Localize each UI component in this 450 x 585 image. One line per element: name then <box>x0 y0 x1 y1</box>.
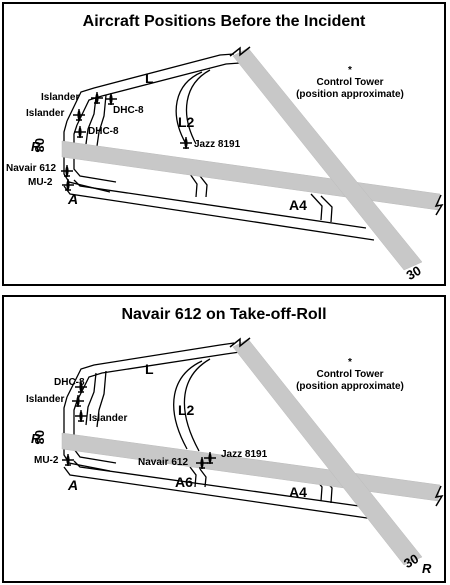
tower-marker: * <box>348 357 352 368</box>
aircraft-label-jazz: Jazz 8191 <box>221 449 268 460</box>
aircraft-label-navair: Navair 612 <box>138 457 188 468</box>
runway-break-mark <box>434 485 444 507</box>
taxiway-L2-label: L2 <box>178 402 195 418</box>
jazz-aircraft-icon <box>179 136 193 150</box>
airport-diagram: * Control Tower (position approximate) L… <box>26 337 444 576</box>
taxiway-A-label: A <box>67 477 78 493</box>
runway-30 <box>232 47 423 271</box>
runway-30-label: 30 <box>404 263 424 283</box>
taxiway-A4-label: A4 <box>289 484 307 500</box>
aircraft-label-islander: Islander <box>41 92 79 103</box>
taxiway-L-label: L <box>145 361 154 377</box>
tower-note: (position approximate) <box>296 89 404 100</box>
panel-takeoff-roll: Navair 612 on Take-off-Roll <box>2 295 446 583</box>
runway-08-label: 08 <box>32 138 47 152</box>
aircraft-label-mu2: MU-2 <box>34 455 59 466</box>
runway-break-mark <box>229 337 251 348</box>
taxiway-A6-label: A6 <box>175 474 193 490</box>
mu2-aircraft-icon <box>61 178 75 192</box>
panel-title: Aircraft Positions Before the Incident <box>82 13 366 30</box>
runway-30R-label: R <box>422 561 432 576</box>
islander-aircraft-icon <box>74 409 88 423</box>
panel-title: Navair 612 on Take-off-Roll <box>121 306 327 323</box>
aircraft-label-dhc8: DHC-8 <box>54 377 85 388</box>
islander-aircraft-icon <box>71 394 85 408</box>
taxiway-L-label: L <box>145 70 154 86</box>
taxiway-A-label: A <box>67 191 78 207</box>
taxiway-A <box>63 179 375 241</box>
navair-aircraft-icon <box>60 164 74 178</box>
aircraft-label-jazz: Jazz 8191 <box>194 139 241 150</box>
runway-break-mark <box>229 46 251 57</box>
tower-label: Control Tower <box>316 77 383 88</box>
islander-aircraft-icon <box>90 91 104 105</box>
runway-08-label: 08 <box>32 430 47 444</box>
tower-label: Control Tower <box>316 369 383 380</box>
aircraft-label-islander: Islander <box>26 108 64 119</box>
panel-before-incident: Aircraft Positions Before the Incident <box>2 2 446 286</box>
tower-note: (position approximate) <box>296 381 404 392</box>
runway-30-label: 30 <box>401 551 421 571</box>
runway-R-label: R <box>31 431 41 446</box>
aircraft-label-islander: Islander <box>89 413 127 424</box>
taxiway-L2-label: L2 <box>178 114 195 130</box>
runway-30 <box>232 338 423 566</box>
aircraft-label-navair: Navair 612 <box>6 163 56 174</box>
taxiway-L <box>63 53 241 193</box>
aircraft-label-dhc8: DHC-8 <box>113 105 144 116</box>
taxiway-L2 <box>175 69 211 198</box>
runway-08R <box>61 140 441 211</box>
aircraft-label-islander: Islander <box>26 394 64 405</box>
taxiway-connector <box>85 94 107 147</box>
taxiway-A4-label: A4 <box>289 197 307 213</box>
aircraft-label-dhc8: DHC-8 <box>88 126 119 137</box>
tower-marker: * <box>348 65 352 76</box>
airport-diagram: * Control Tower (position approximate) L… <box>6 46 444 283</box>
aircraft-label-mu2: MU-2 <box>28 177 53 188</box>
runway-R-label: R <box>31 139 41 154</box>
runway-break-mark <box>434 194 444 216</box>
